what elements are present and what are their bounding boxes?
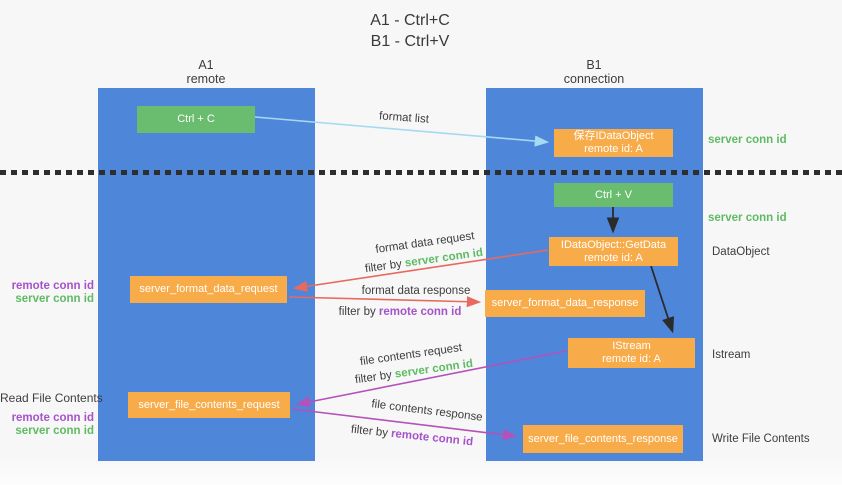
format-data-response-label: format data response [361,285,471,297]
getdata-label: IDataObject::GetData [560,238,667,251]
title-line-b1: B1 - Ctrl+V [370,33,450,50]
save-idataobject-box: 保存IDataObject remote id: A [554,129,673,157]
server-file-contents-response-box: server_file_contents_response [523,425,683,453]
remote-conn-id-text: remote conn id [378,306,462,318]
ctrl-v-label: Ctrl + V [595,188,632,201]
diagram-title: A1 - Ctrl+C B1 - Ctrl+V [370,10,450,52]
save-idataobject-label: 保存IDataObject [573,130,654,142]
remote-conn-id-text: remote conn id [390,427,474,449]
istream-label: IStream [612,340,651,352]
left-column-role: remote [186,72,226,86]
remote-conn-id-annotation-2: remote conn id [11,412,94,424]
ctrl-v-box: Ctrl + V [554,183,673,207]
server-format-data-response-box: server_format_data_response [485,290,645,317]
right-column-role: connection [563,72,625,86]
server-format-data-response-label: server_format_data_response [491,297,639,309]
ctrl-c-box: Ctrl + C [137,106,255,133]
left-column-header: A1 remote [187,58,226,86]
right-column-header: B1 connection [564,58,624,86]
server-conn-id-annotation-top: server conn id [708,134,787,146]
filter-by-text: filter by [338,306,379,318]
server-file-contents-response-label: server_file_contents_response [528,432,678,445]
server-conn-id-annotation-mid: server conn id [708,212,787,224]
phase-separator-dotted-line [0,170,842,175]
filter-by-text: filter by [350,423,392,440]
server-file-contents-request-label: server_file_contents_request [138,398,280,411]
remote-conn-id-annotation-1: remote conn id [11,280,94,292]
save-idataobject-remote-id: remote id: A [584,143,643,155]
server-file-contents-request-box: server_file_contents_request [128,392,290,418]
server-format-data-request-label: server_format_data_request [139,283,278,295]
server-conn-id-annotation-2: server conn id [15,425,94,437]
filter-by-text: filter by [354,368,396,387]
getdata-remote-id: remote id: A [584,251,643,264]
filter-by-remote-conn-id-label-2: filter by remote conn id [350,424,473,449]
right-column-name: B1 [586,58,602,72]
left-column-name: A1 [198,58,214,72]
format-list-label: format list [378,110,430,126]
filter-by-remote-conn-id-label-1: filter by remote conn id [339,306,462,318]
istream-box: IStream remote id: A [568,338,695,368]
file-contents-response-label: file contents response [370,398,484,424]
server-format-data-request-box: server_format_data_request [130,276,287,303]
idataobject-getdata-box: IDataObject::GetData remote id: A [549,237,678,266]
dataobject-annotation: DataObject [712,246,770,258]
ctrl-c-label: Ctrl + C [177,113,215,125]
server-conn-id-annotation-1: server conn id [15,293,94,305]
read-file-contents-annotation: Read File Contents [0,391,103,405]
istream-annotation: Istream [712,349,751,361]
write-file-contents-annotation: Write File Contents [712,433,810,445]
arrow-format-data-response [288,296,482,308]
filter-by-text: filter by [364,257,406,276]
istream-remote-id: remote id: A [602,353,661,365]
title-line-a1: A1 - Ctrl+C [370,12,450,29]
